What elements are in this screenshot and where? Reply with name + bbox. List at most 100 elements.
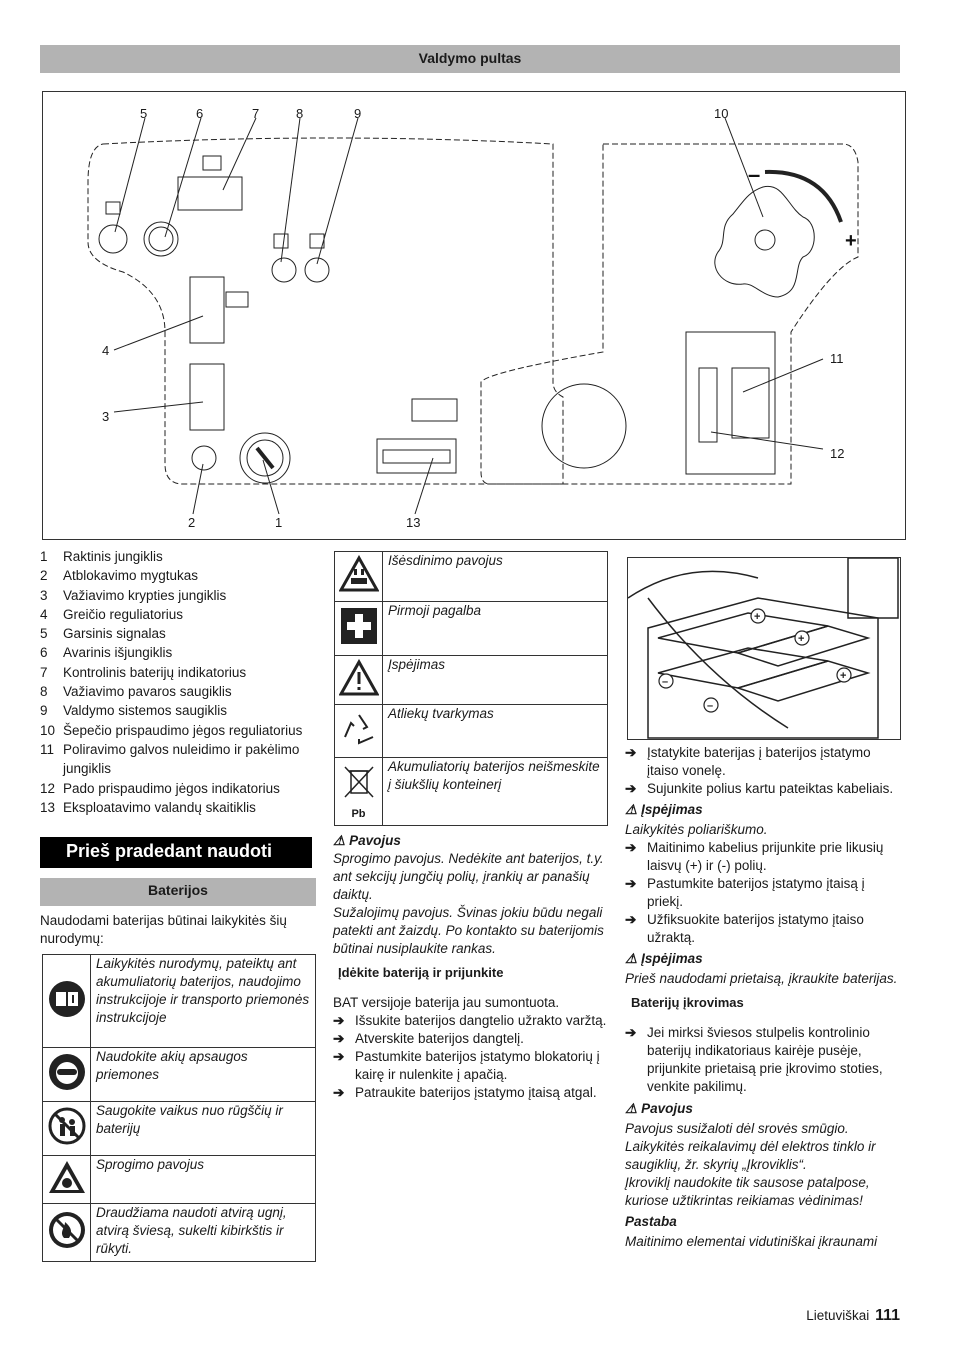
warning-triangle-icon: ⚠ (625, 1101, 638, 1116)
callout-11: 11 (830, 351, 844, 366)
section-title: Valdymo pultas (418, 50, 522, 66)
battery-installation-figure: + + + – – (627, 557, 901, 740)
callout-6: 6 (196, 106, 204, 121)
svg-text:+: + (798, 633, 804, 645)
callout-2: 2 (188, 515, 196, 530)
svg-text:–: – (662, 676, 668, 688)
callout-4: 4 (102, 343, 110, 358)
warning-triangle-icon: ⚠ (625, 951, 638, 966)
arrow-right-icon: ➔ (625, 781, 637, 796)
table-row: Naudokite akių apsaugos priemones (42, 1047, 316, 1102)
callout-13: 13 (406, 515, 421, 530)
no-fire-icon (42, 1203, 91, 1262)
warning-triangle-icon: ⚠ (333, 833, 346, 848)
chapter-title-bar: Prieš pradedant naudoti (40, 837, 312, 868)
list-item: ➔Atverskite baterijos dangtelį. (333, 1031, 524, 1046)
danger-heading: ⚠Pavojus (333, 833, 401, 848)
arrow-right-icon: ➔ (333, 1013, 345, 1028)
right-column: ➔Įstatykite baterijas į baterijos įstaty… (625, 744, 903, 1251)
table-row: Išėsdinimo pavojus (334, 551, 608, 602)
footer-language: Lietuviškai (806, 1308, 870, 1323)
table-row: Sprogimo pavojus (42, 1155, 316, 1204)
callout-8: 8 (296, 106, 304, 121)
svg-text:+: + (840, 670, 846, 682)
chapter-title: Prieš pradedant naudoti (66, 841, 273, 861)
arrow-right-icon: ➔ (333, 1031, 345, 1046)
arrow-right-icon: ➔ (333, 1049, 345, 1064)
svg-text:–: – (748, 162, 760, 187)
manual-icon (42, 954, 91, 1048)
list-item: ➔Įstatykite baterijas į baterijos įstaty… (625, 745, 871, 778)
injury-text: Sužalojimų pavojus. Švinas jokiu būdu ne… (333, 905, 604, 956)
danger-text-2: Įkroviklį naudokite tik sausose patalpos… (625, 1175, 870, 1208)
danger-text: Pavojus susižaloti dėl srovės smūgio. La… (625, 1121, 876, 1172)
danger-text: Sprogimo pavojus. Nedėkite ant baterijos… (333, 851, 604, 902)
mid-column: ⚠Pavojus Sprogimo pavojus. Nedėkite ant … (333, 832, 608, 1102)
recycle-icon (334, 704, 383, 758)
table-row: Pb Akumuliatorių baterijos neišmeskite į… (334, 757, 608, 826)
svg-text:–: – (707, 700, 713, 712)
explosion-icon (42, 1155, 91, 1204)
subsection-title: Baterijos (148, 882, 208, 898)
list-item: ➔Jei mirksi šviesos stulpelis kontrolini… (625, 1025, 883, 1094)
corrosive-icon (334, 551, 383, 602)
callout-9: 9 (354, 106, 362, 121)
charging-heading: Baterijų įkrovimas (631, 995, 744, 1010)
arrow-right-icon: ➔ (625, 876, 637, 891)
page-footer: Lietuviškai 111 (700, 1307, 900, 1325)
list-item: ➔Užfiksuokite baterijos įstatymo įtaiso … (625, 912, 864, 945)
callout-5: 5 (140, 106, 148, 121)
warning-triangle-icon: ⚠ (625, 802, 638, 817)
table-row: Draudžiama naudoti atvirą ugnį, atvirą š… (42, 1203, 316, 1262)
warning-text: Prieš naudodami prietaisą, įkraukite bat… (625, 971, 898, 986)
table-row: Pirmoji pagalba (334, 601, 608, 656)
first-aid-icon (334, 601, 383, 656)
callout-1: 1 (275, 515, 283, 530)
callout-10: 10 (714, 106, 729, 121)
symbols-table-left: Laikykitės nurodymų, pateiktų ant akumul… (42, 954, 316, 1262)
table-row: Atliekų tvarkymas (334, 704, 608, 758)
arrow-right-icon: ➔ (625, 840, 637, 855)
control-panel-figure: + – 5 6 7 8 9 10 4 3 11 12 2 1 13 (42, 91, 906, 540)
warning-heading: ⚠Įspėjimas (625, 802, 703, 817)
section-header: Valdymo pultas (40, 45, 900, 73)
page-number: 111 (875, 1307, 900, 1324)
intro-text: Naudodami baterijas būtinai laikykitės š… (40, 913, 287, 946)
table-row: Saugokite vaikus nuo rūgščių ir baterijų (42, 1101, 316, 1156)
list-item: ➔Išsukite baterijos dangtelio užrakto va… (333, 1013, 607, 1028)
insert-battery-heading: Įdėkite bateriją ir prijunkite (338, 965, 504, 980)
list-item: ➔Sujunkite polius kartu pateiktas kabeli… (625, 781, 894, 796)
arrow-right-icon: ➔ (625, 1025, 637, 1040)
keep-children-away-icon (42, 1101, 91, 1156)
arrow-right-icon: ➔ (625, 745, 637, 760)
symbols-table-mid: Išėsdinimo pavojus Pirmoji pagalba Įspėj… (334, 551, 608, 826)
goggles-icon (42, 1047, 91, 1102)
list-item: ➔Pastumkite baterijos įstatymo blokatori… (333, 1049, 600, 1082)
note-heading: Pastaba (625, 1214, 677, 1229)
danger-heading: ⚠Pavojus (625, 1101, 693, 1116)
control-panel-drawing: + – (87, 117, 859, 515)
warning-text: Laikykitės poliariškumo. (625, 822, 768, 837)
arrow-right-icon: ➔ (333, 1085, 345, 1100)
callout-7: 7 (252, 106, 260, 121)
callout-12: 12 (830, 446, 845, 461)
crossed-bin-icon: Pb (334, 757, 383, 826)
warning-icon (334, 655, 383, 705)
callout-3: 3 (102, 409, 110, 424)
list-item: ➔Patraukite baterijos įstatymo įtaisą at… (333, 1085, 597, 1100)
svg-text:+: + (754, 611, 760, 623)
